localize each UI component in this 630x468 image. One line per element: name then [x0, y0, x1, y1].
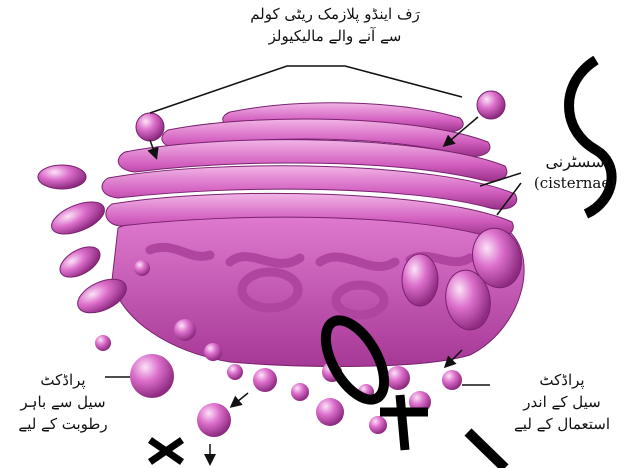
- label-line: رطوبت کے لیے: [8, 414, 118, 436]
- vesicle-left-large: [130, 354, 174, 398]
- secretion-product-label: پراڈکٹ سیل سے باہر رطوبت کے لیے: [8, 370, 118, 435]
- label-line: استعمال کے لیے: [502, 414, 622, 436]
- label-line: پراڈکٹ: [502, 370, 622, 392]
- sac-left-1: [38, 165, 86, 189]
- vesicle-small: [369, 416, 387, 434]
- vesicle-small: [316, 398, 344, 426]
- vesicle-top-right: [477, 91, 505, 119]
- vesicle-right: [442, 370, 462, 390]
- internal-use-product-label: پراڈکٹ سیل کے اندر استعمال کے لیے: [502, 370, 622, 435]
- label-line: پراڈکٹ: [8, 370, 118, 392]
- label-line: رَف اینڈو پلازمک ریٹی کولم: [220, 4, 450, 26]
- label-line: سیل سے باہر: [8, 392, 118, 414]
- vesicle-small: [227, 364, 243, 380]
- cisternae-stack: [102, 103, 517, 237]
- vesicle-bottom: [197, 403, 231, 437]
- vesicle-top-left: [136, 113, 164, 141]
- sac-left-2: [47, 195, 109, 240]
- sac-right-3: [402, 254, 438, 306]
- vesicle-small: [95, 335, 111, 351]
- label-line: سے آنے والے مالیکیولز: [220, 26, 450, 48]
- vesicle-small: [291, 383, 309, 401]
- arrow-left-product: [232, 393, 248, 406]
- cisternae-label: سسٹرنی (cisternae): [520, 150, 630, 195]
- label-line: سسٹرنی: [520, 150, 630, 173]
- molecules-from-er-label: رَف اینڈو پلازمک ریٹی کولم سے آنے والے م…: [220, 4, 450, 48]
- vesicle-small: [134, 260, 150, 276]
- label-line: سیل کے اندر: [502, 392, 622, 414]
- label-line: (cisternae): [520, 173, 630, 195]
- vesicle-small: [174, 319, 196, 341]
- vesicle-small: [253, 368, 277, 392]
- vesicle-small: [204, 343, 222, 361]
- vesicle-small: [386, 366, 410, 390]
- sac-left-3: [55, 241, 105, 284]
